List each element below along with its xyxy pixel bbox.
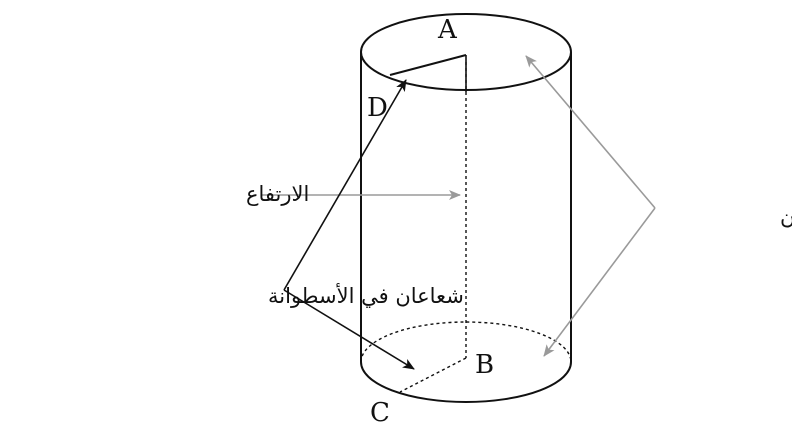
radii-arrow-to-top <box>283 79 407 291</box>
point-label-d: D <box>367 93 388 123</box>
height-label: الارتفاع <box>246 182 309 206</box>
point-label-c: C <box>370 398 390 428</box>
radii-arrow-to-bottom <box>283 289 415 370</box>
bases-arrow-to-top <box>525 55 656 209</box>
point-label-a: A <box>437 15 458 45</box>
bottom-base-front-arc <box>360 361 572 403</box>
bottom-base-back-arc <box>360 321 572 363</box>
point-label-b: B <box>475 350 494 380</box>
radius-bottom-line <box>399 357 467 393</box>
bases-arrow-to-bottom <box>543 207 656 357</box>
radius-top-line <box>389 54 467 76</box>
bases-label: القاعدتان <box>780 205 792 229</box>
radii-label: شعاعان في الأسطوانة <box>268 283 464 308</box>
